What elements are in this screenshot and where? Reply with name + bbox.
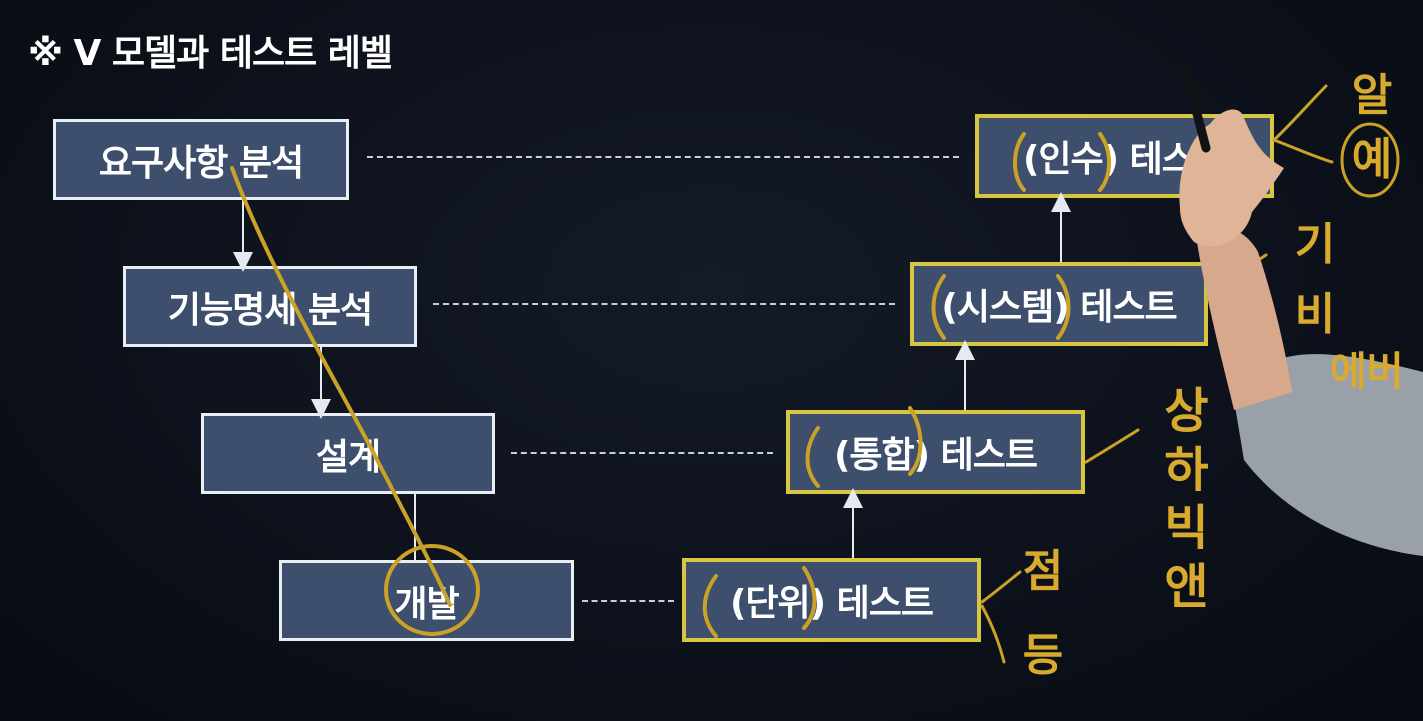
connector-requirements-acceptance <box>367 156 959 158</box>
connector-design-integration <box>511 452 773 454</box>
system-test-box: (시스템) 테스트 <box>910 262 1208 346</box>
development-label: 개발 <box>394 583 459 625</box>
handwritten-note-unit: 점 등 <box>1022 546 1064 681</box>
requirements-analysis-box: 요구사항 분석 <box>53 119 349 200</box>
freehand-line-system-note <box>1206 253 1268 300</box>
freehand-line-unit-note <box>980 570 1022 664</box>
page-title: ※ V 모델과 테스트 레벨 <box>28 33 393 74</box>
freehand-diagonal-stroke <box>230 166 452 607</box>
handwritten-note-system-partial: 에버 <box>1330 349 1404 395</box>
unit-test-box: (단위) 테스트 <box>682 558 981 642</box>
functional-spec-analysis-label: 기능명세 분석 <box>167 289 373 331</box>
integration-test-label: (통합) 테스트 <box>833 435 1038 476</box>
design-box: 설계 <box>201 413 495 494</box>
freehand-line-acceptance-note <box>1272 84 1334 164</box>
acceptance-test-label: (인수) 테스트 <box>1022 139 1227 180</box>
connector-spec-system <box>433 303 895 305</box>
unit-test-label: (단위) 테스트 <box>729 583 934 624</box>
freehand-line-integration-note <box>1084 428 1140 464</box>
integration-test-box: (통합) 테스트 <box>786 410 1085 494</box>
development-box: 개발 <box>279 560 574 641</box>
acceptance-test-box: (인수) 테스트 <box>975 114 1274 198</box>
design-label: 설계 <box>315 436 381 478</box>
handwritten-note-acceptance: 알 예 <box>1351 70 1393 185</box>
system-test-label: (시스템) 테스트 <box>941 287 1177 328</box>
connector-development-unit <box>582 600 674 602</box>
functional-spec-analysis-box: 기능명세 분석 <box>123 266 417 347</box>
requirements-analysis-label: 요구사항 분석 <box>98 142 304 184</box>
handwritten-note-system: 기 비 <box>1294 219 1336 341</box>
design-to-development-line <box>414 494 416 560</box>
handwritten-note-integration: 상하빅앤 <box>1164 383 1209 615</box>
